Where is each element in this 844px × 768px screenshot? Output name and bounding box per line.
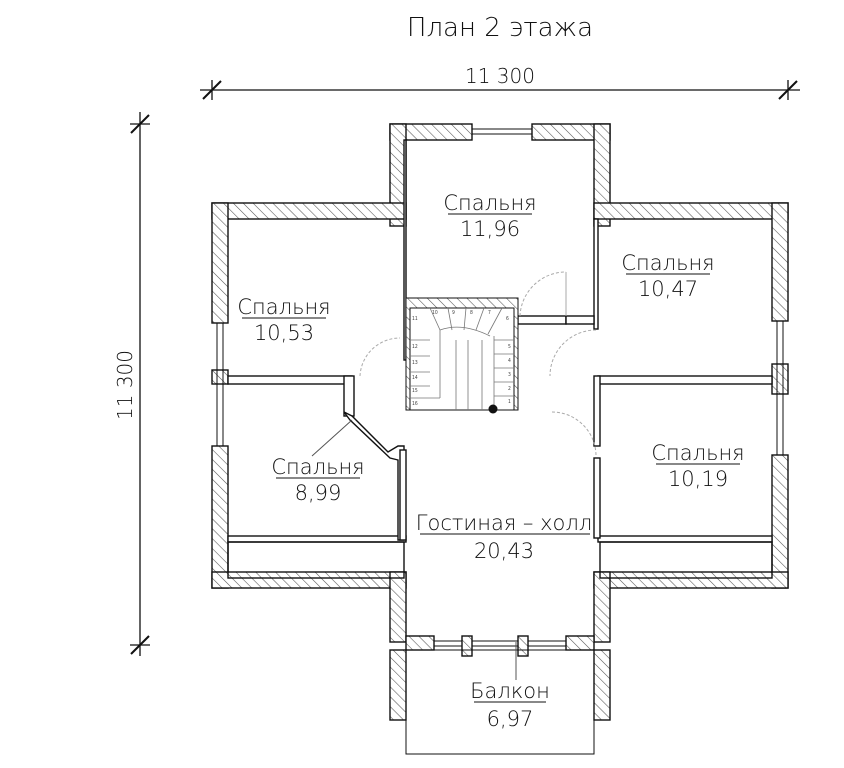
svg-text:13: 13 bbox=[412, 360, 418, 366]
walls bbox=[211, 123, 789, 721]
room-label-living-hall: Гостиная – холл 20,43 bbox=[416, 511, 592, 563]
svg-text:11: 11 bbox=[412, 316, 418, 322]
svg-text:6: 6 bbox=[506, 316, 509, 322]
svg-text:1: 1 bbox=[508, 399, 511, 405]
svg-text:15: 15 bbox=[412, 388, 418, 394]
room-label-bedroom-left-upper: Спальня 10,53 bbox=[237, 295, 330, 345]
svg-text:20,43: 20,43 bbox=[474, 539, 534, 563]
svg-text:Спальня: Спальня bbox=[237, 295, 330, 319]
room-label-bedroom-right-lower: Спальня 10,19 bbox=[651, 441, 744, 491]
room-labels: Спальня 11,96 Спальня 10,53 Спальня 10,4… bbox=[237, 191, 744, 731]
svg-text:9: 9 bbox=[452, 310, 455, 316]
svg-text:6,97: 6,97 bbox=[487, 707, 534, 731]
svg-text:Гостиная – холл: Гостиная – холл bbox=[416, 511, 592, 535]
svg-text:10,53: 10,53 bbox=[254, 321, 314, 345]
dimension-height: 11 300 bbox=[113, 350, 137, 420]
dimension-width: 11 300 bbox=[465, 64, 535, 88]
svg-text:12: 12 bbox=[412, 344, 418, 350]
svg-text:14: 14 bbox=[412, 375, 418, 381]
svg-text:Спальня: Спальня bbox=[621, 251, 714, 275]
svg-text:10: 10 bbox=[432, 310, 438, 316]
room-label-bedroom-right-upper: Спальня 10,47 bbox=[621, 251, 714, 301]
stair-step-numbers: 1 2 3 4 5 6 7 8 9 10 11 12 13 14 15 16 bbox=[412, 310, 511, 407]
svg-text:10,47: 10,47 bbox=[638, 277, 698, 301]
svg-text:16: 16 bbox=[412, 401, 418, 407]
openings bbox=[216, 128, 784, 755]
staircase bbox=[405, 297, 519, 414]
svg-text:3: 3 bbox=[508, 372, 511, 378]
room-label-balcony: Балкон 6,97 bbox=[470, 679, 550, 731]
svg-text:Спальня: Спальня bbox=[443, 191, 536, 215]
dimension-lines bbox=[130, 80, 800, 656]
svg-text:11,96: 11,96 bbox=[460, 217, 520, 241]
svg-text:8: 8 bbox=[470, 310, 473, 316]
svg-text:7: 7 bbox=[488, 310, 491, 316]
svg-text:Спальня: Спальня bbox=[651, 441, 744, 465]
svg-text:Спальня: Спальня bbox=[271, 455, 364, 479]
svg-text:5: 5 bbox=[508, 344, 511, 350]
svg-text:2: 2 bbox=[508, 386, 511, 392]
room-label-bedroom-left-lower: Спальня 8,99 bbox=[271, 455, 364, 505]
svg-text:10,19: 10,19 bbox=[668, 467, 728, 491]
svg-text:4: 4 bbox=[508, 358, 511, 364]
partitions bbox=[227, 139, 773, 579]
svg-text:Балкон: Балкон bbox=[470, 679, 550, 703]
plan-title: План 2 этажа bbox=[407, 13, 593, 43]
room-label-bedroom-top: Спальня 11,96 bbox=[443, 191, 536, 241]
svg-text:8,99: 8,99 bbox=[295, 481, 342, 505]
